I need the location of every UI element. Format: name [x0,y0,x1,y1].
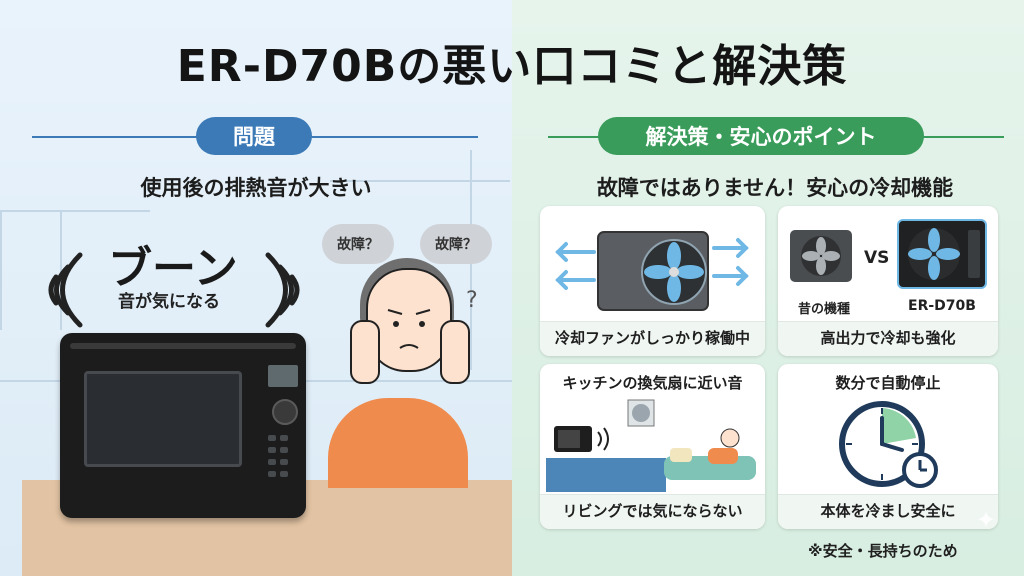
kitchen-card-bottom: リビングでは気にならない [562,502,743,520]
old-model-label: 昔の機種 [797,302,850,317]
sound-wave-icon [265,252,300,328]
fan-card: 冷却ファンがしっかり稼働中 [540,206,765,356]
problem-heading: 使用後の排熱音が大きい [140,176,372,200]
face-icon [387,309,431,349]
footnote: ※安全・長持ちのため [808,542,958,560]
microwave-button [280,435,288,441]
solution-heading: 故障ではありません！安心の冷却機能 [596,176,954,200]
worry-bubble: 故障？ [322,224,394,264]
new-fan-icon [897,219,987,289]
microwave-window [84,371,242,467]
page-title: ER-D70Bの悪い口コミと解決策 [176,41,848,92]
microwave-control-panel [262,355,300,505]
kitchen-shelf [0,210,150,212]
microwave-dial [272,399,298,425]
microwave-display [268,365,298,387]
kitchen-cabinet-divider [60,210,62,330]
vs-label: VS [864,248,890,268]
microwave-button [268,447,276,453]
old-fan-icon [790,230,852,282]
noise-caption: 音が気になる [118,292,220,312]
timer-card-label: 数分で自動停止 [835,374,941,392]
problem-badge: 問題 [196,117,312,155]
sparkle-icon: ✦ [976,506,997,534]
fan-icon [555,231,749,311]
clock-icon [839,401,938,488]
kitchen-card: キッチンの換気扇に近い音 リビングでは気にならない [540,364,765,529]
right-hand [440,320,470,384]
card-label-bar [778,494,998,529]
left-hand [350,320,380,384]
microwave-button [268,471,276,477]
kitchen-cabinet-edge [0,210,2,330]
fan-card-label: 冷却ファンがしっかり稼働中 [554,329,750,347]
compare-card-label: 高出力で冷却も強化 [820,329,956,347]
microwave-button [268,435,276,441]
microwave-button [280,471,288,477]
microwave-button [280,459,288,465]
kitchen-scene [546,399,756,492]
compare-card: VS 昔の機種 ER-D70B 高出力で冷却も強化 [778,206,998,356]
question-mark: ? [466,288,478,313]
timer-card: 数分で自動停止 本体を冷まし安全に [778,364,998,529]
kitchen-window-line [330,180,510,182]
microwave-button [280,447,288,453]
solution-badge: 解決策・安心のポイント [598,117,924,155]
card-label-bar [540,321,765,356]
kitchen-card-label: キッチンの換気扇に近い音 [562,374,743,392]
new-model-label: ER-D70B [908,298,976,314]
timer-card-bottom: 本体を冷まし安全に [820,502,956,520]
worried-person-body [328,398,468,488]
microwave-handle [70,343,296,349]
noise-text: ブーン [108,243,238,294]
worry-bubble: 故障？ [420,224,492,264]
sound-wave-icon [48,252,83,328]
microwave-oven [60,333,306,518]
card-label-bar [540,494,765,529]
card-label-bar [778,321,998,356]
microwave-button [268,459,276,465]
